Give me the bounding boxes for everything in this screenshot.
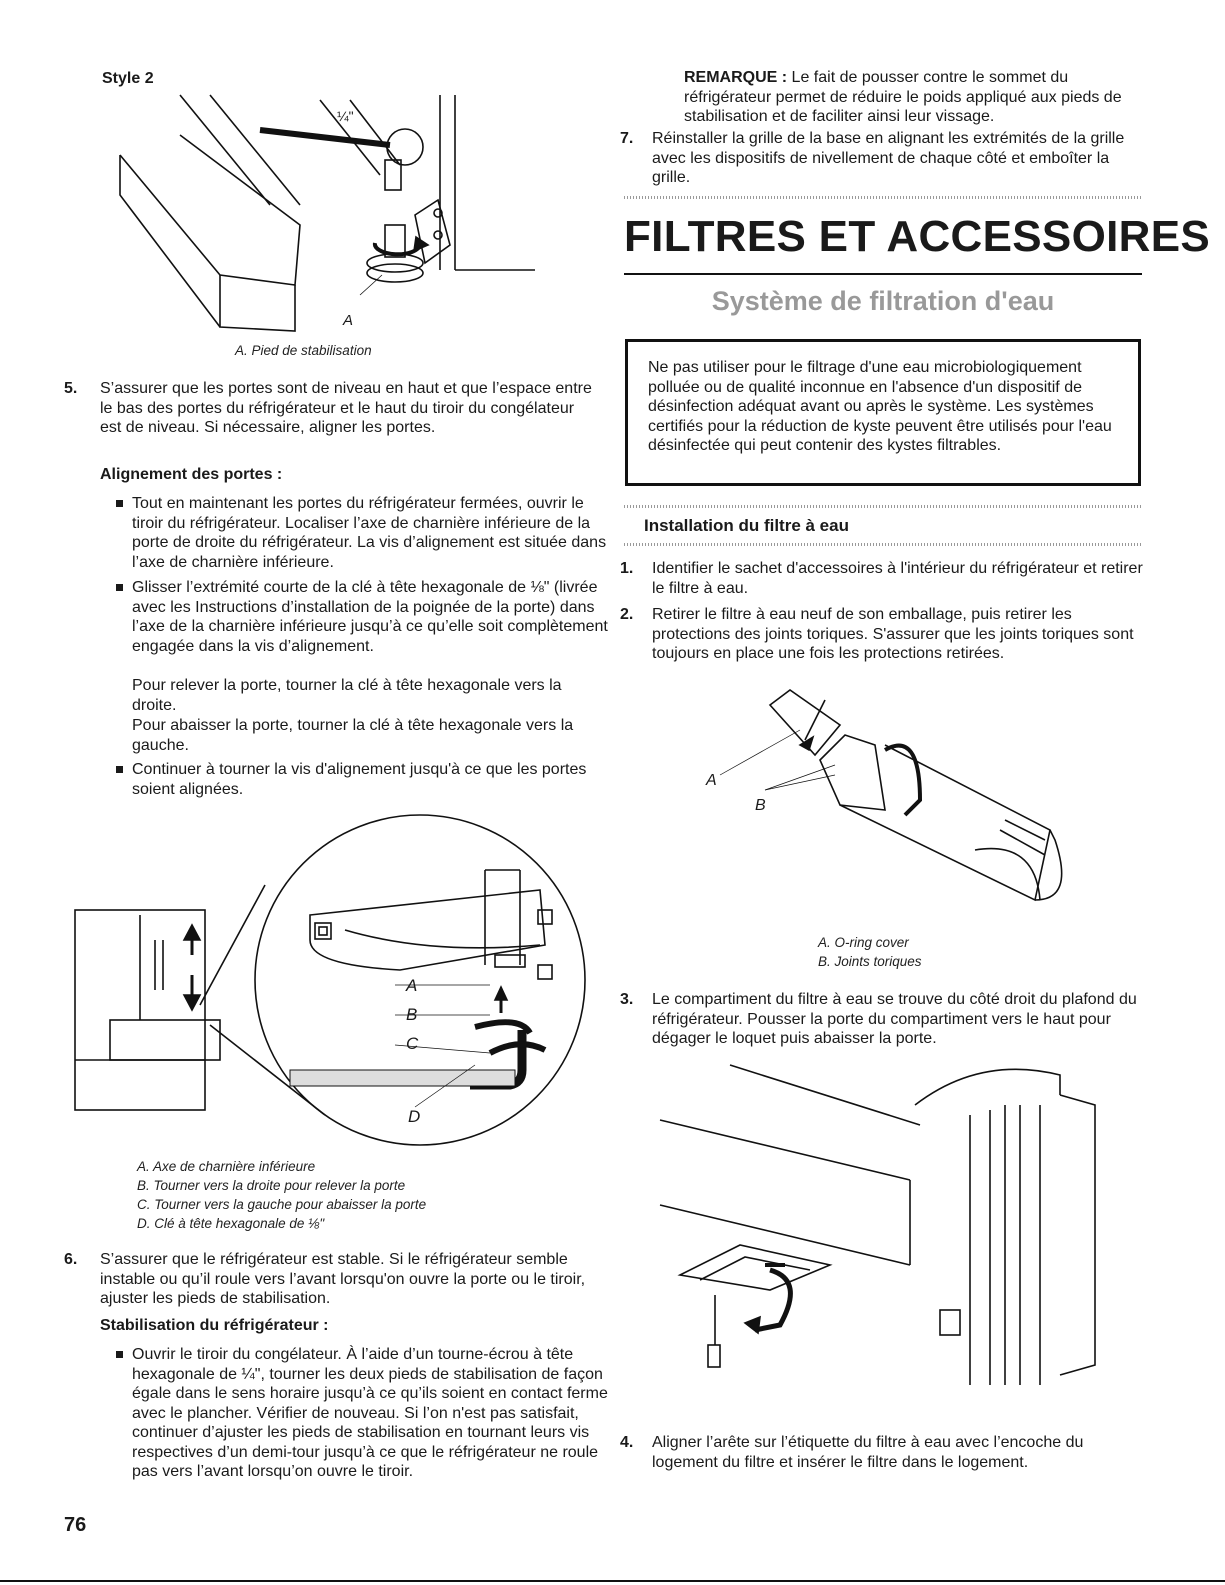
bullet-item: Tout en maintenant les portes du réfrigé… [116, 494, 610, 572]
warning-text: Ne pas utiliser pour le filtrage d'une e… [648, 359, 1112, 454]
fig2-captions: A. Axe de charnière inférieure B. Tourne… [137, 1157, 426, 1233]
style-heading: Style 2 [102, 70, 154, 87]
note-text: Le fait de pousser contre le sommet du r… [684, 69, 1122, 125]
step-7-number: 7. [620, 130, 634, 147]
stabilization-heading: Stabilisation du réfrigérateur : [100, 1317, 329, 1334]
bullet-icon [116, 1351, 123, 1358]
install-step-2: 2. Retirer le filtre à eau neuf de son e… [620, 605, 1150, 664]
install-step-1: 1. Identifier le sachet d'accessoires à … [620, 559, 1150, 598]
water-filter-illustration [719, 689, 1063, 902]
fig2-label-d: D [408, 1107, 421, 1126]
fig3-label-b: B [755, 797, 766, 814]
filter-compartment-illustration [659, 1064, 1096, 1385]
divider [624, 543, 1142, 546]
fig2-label-c: C [406, 1034, 419, 1053]
install-step-3-number: 3. [620, 991, 634, 1008]
section-title: FILTRES ET ACCESSOIRES [624, 212, 1210, 261]
door-alignment-heading: Alignement des portes : [100, 466, 283, 483]
fig1-caption: A. Pied de stabilisation [235, 343, 372, 358]
page-number: 76 [64, 1514, 87, 1536]
fig3-caption-b: B. Joints toriques [818, 954, 922, 969]
bullet-icon [116, 584, 123, 591]
install-step-4-text: Aligner l’arête sur l’étiquette du filtr… [652, 1434, 1084, 1471]
fig2-label-b: B [406, 1005, 418, 1024]
note-label: REMARQUE : [684, 69, 788, 86]
install-step-2-number: 2. [620, 606, 634, 623]
page-bottom-edge [0, 1580, 1225, 1582]
fig3-captions: A. O-ring cover B. Joints toriques [818, 933, 922, 971]
step-6: 6. S’assurer que le réfrigérateur est st… [64, 1250, 594, 1309]
step-6-number: 6. [64, 1251, 78, 1268]
fig1-label-a: A [343, 312, 354, 329]
step-7-text: Réinstaller la grille de la base en alig… [652, 130, 1125, 186]
fig2-caption-c: C. Tourner vers la gauche pour abaisser … [137, 1197, 427, 1212]
bullet-text: Ouvrir le tiroir du congélateur. À l’aid… [132, 1346, 608, 1480]
warning-box: Ne pas utiliser pour le filtrage d'une e… [625, 339, 1141, 486]
fig2-label-a: A [406, 976, 418, 995]
stabilizing-foot-illustration [119, 94, 535, 332]
divider [624, 196, 1142, 199]
fig3-label-a: A [706, 772, 717, 789]
step-6-text: S’assurer que le réfrigérateur est stabl… [100, 1251, 586, 1307]
install-heading: Installation du filtre à eau [644, 516, 849, 535]
step-7: 7. Réinstaller la grille de la base en a… [620, 129, 1150, 188]
fig1-dimension-label: ¼" [337, 108, 354, 124]
install-step-3-text: Le compartiment du filtre à eau se trouv… [652, 991, 1137, 1047]
fig2-caption-b: B. Tourner vers la droite pour relever l… [137, 1178, 406, 1193]
install-step-4: 4. Aligner l’arête sur l’étiquette du fi… [620, 1433, 1150, 1472]
install-step-3: 3. Le compartiment du filtre à eau se tr… [620, 990, 1150, 1049]
install-step-4-number: 4. [620, 1434, 634, 1451]
bullet-text: Tout en maintenant les portes du réfrigé… [132, 495, 607, 571]
bullet-text: Continuer à tourner la vis d'alignement … [132, 761, 587, 798]
install-step-2-text: Retirer le filtre à eau neuf de son emba… [652, 606, 1134, 662]
step-5: 5. S’assurer que les portes sont de nive… [64, 379, 594, 438]
note: REMARQUE : Le fait de pousser contre le … [684, 68, 1144, 127]
bullet-item: Glisser l’extrémité courte de la clé à t… [116, 578, 610, 656]
divider [624, 505, 1142, 508]
bullet-item: Ouvrir le tiroir du congélateur. À l’aid… [116, 1345, 610, 1482]
bullet-icon [116, 766, 123, 773]
install-step-1-text: Identifier le sachet d'accessoires à l'i… [652, 560, 1143, 597]
raise-door-text: Pour relever la porte, tourner la clé à … [132, 677, 562, 714]
fig3-caption-a: A. O-ring cover [818, 935, 909, 950]
fig2-caption-d: D. Clé à tête hexagonale de ⅛" [137, 1216, 325, 1231]
door-alignment-illustration [74, 814, 586, 1146]
bullet-item: Continuer à tourner la vis d'alignement … [116, 760, 610, 799]
fig2-caption-a: A. Axe de charnière inférieure [137, 1159, 316, 1174]
section-rule [624, 273, 1142, 275]
lower-door-text: Pour abaisser la porte, tourner la clé à… [132, 717, 574, 754]
subsection-title: Système de filtration d'eau [711, 286, 1055, 316]
install-step-1-number: 1. [620, 560, 634, 577]
step-5-number: 5. [64, 380, 78, 397]
bullet-text: Glisser l’extrémité courte de la clé à t… [132, 579, 608, 655]
bullet-icon [116, 500, 123, 507]
step-5-text: S’assurer que les portes sont de niveau … [100, 380, 592, 436]
